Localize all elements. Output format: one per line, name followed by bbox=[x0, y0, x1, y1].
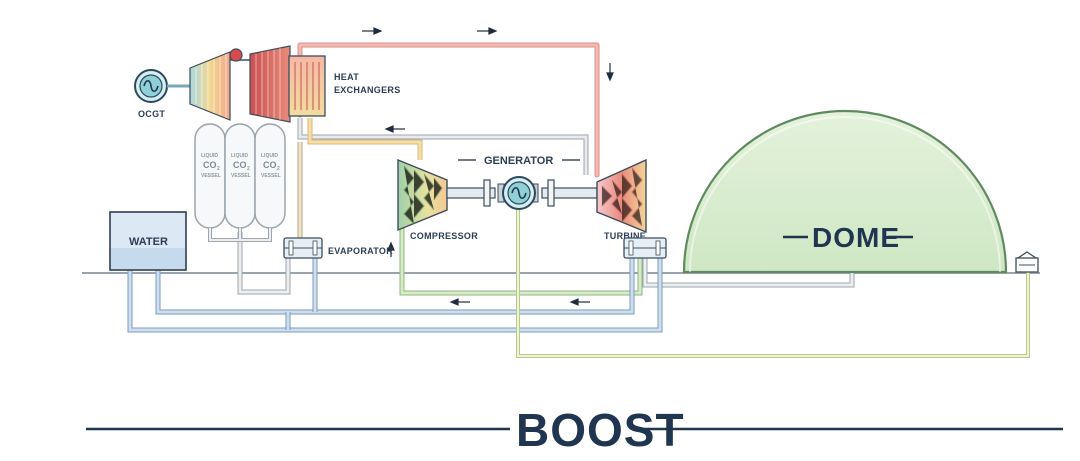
warm-pipe bbox=[297, 118, 423, 250]
ocgt-label: OCGT bbox=[138, 109, 165, 119]
vessel-co2-label: CO bbox=[233, 160, 247, 170]
vessel-vessel-label: VESSEL bbox=[201, 173, 221, 179]
vessel-vessel-label: VESSEL bbox=[261, 173, 281, 179]
green-pipe bbox=[399, 220, 643, 296]
vessel-liquid-label: LIQUID bbox=[261, 153, 278, 159]
pressure-gauge-icon bbox=[1015, 251, 1039, 273]
vessel-co2-sub: 2 bbox=[217, 166, 220, 172]
water-label: WATER bbox=[129, 236, 168, 248]
evaporator-label: EVAPORATOR bbox=[328, 246, 393, 256]
liquid-co2-vessels: LIQUID CO 2 VESSEL LIQUID CO 2 VESSEL LI… bbox=[194, 123, 286, 242]
vessel-vessel-label: VESSEL bbox=[231, 173, 251, 179]
storage-dome: DOME bbox=[682, 109, 1008, 274]
dome-label: DOME bbox=[812, 222, 900, 253]
ocgt-unit: OCGT bbox=[134, 45, 291, 123]
dome-gray-pipe bbox=[237, 232, 855, 295]
vessel-co2-label: CO bbox=[203, 160, 217, 170]
heat-exchangers-label-line1: HEAT bbox=[334, 72, 359, 82]
generator: GENERATOR bbox=[446, 155, 598, 210]
co2-vessel: LIQUID CO 2 VESSEL bbox=[194, 123, 226, 229]
turbine-label: TURBINE bbox=[604, 231, 646, 241]
power-line bbox=[516, 210, 1030, 358]
water-pipes bbox=[127, 258, 663, 333]
vessel-co2-sub: 2 bbox=[277, 166, 280, 172]
flow-arrow-icon bbox=[362, 27, 614, 306]
co2-vessel: LIQUID CO 2 VESSEL bbox=[254, 123, 286, 229]
vessel-co2-label: CO bbox=[263, 160, 277, 170]
co2-vessel: LIQUID CO 2 VESSEL bbox=[224, 123, 256, 229]
turbine: TURBINE bbox=[596, 158, 667, 259]
boost-title: BOOST bbox=[86, 404, 1063, 456]
heat-exchangers: HEAT EXCHANGERS bbox=[288, 55, 401, 117]
gray-return-pipe bbox=[297, 118, 589, 175]
evaporator: EVAPORATOR bbox=[283, 237, 393, 259]
vessel-liquid-label: LIQUID bbox=[201, 153, 218, 159]
compressor-label: COMPRESSOR bbox=[410, 231, 478, 241]
boost-label: BOOST bbox=[516, 404, 685, 456]
compressor: COMPRESSOR bbox=[397, 158, 478, 241]
heat-exchangers-label-line2: EXCHANGERS bbox=[334, 85, 401, 95]
vessel-co2-sub: 2 bbox=[247, 166, 250, 172]
water-tank: WATER bbox=[109, 211, 187, 271]
generator-label: GENERATOR bbox=[484, 155, 553, 167]
vessel-liquid-label: LIQUID bbox=[231, 153, 248, 159]
